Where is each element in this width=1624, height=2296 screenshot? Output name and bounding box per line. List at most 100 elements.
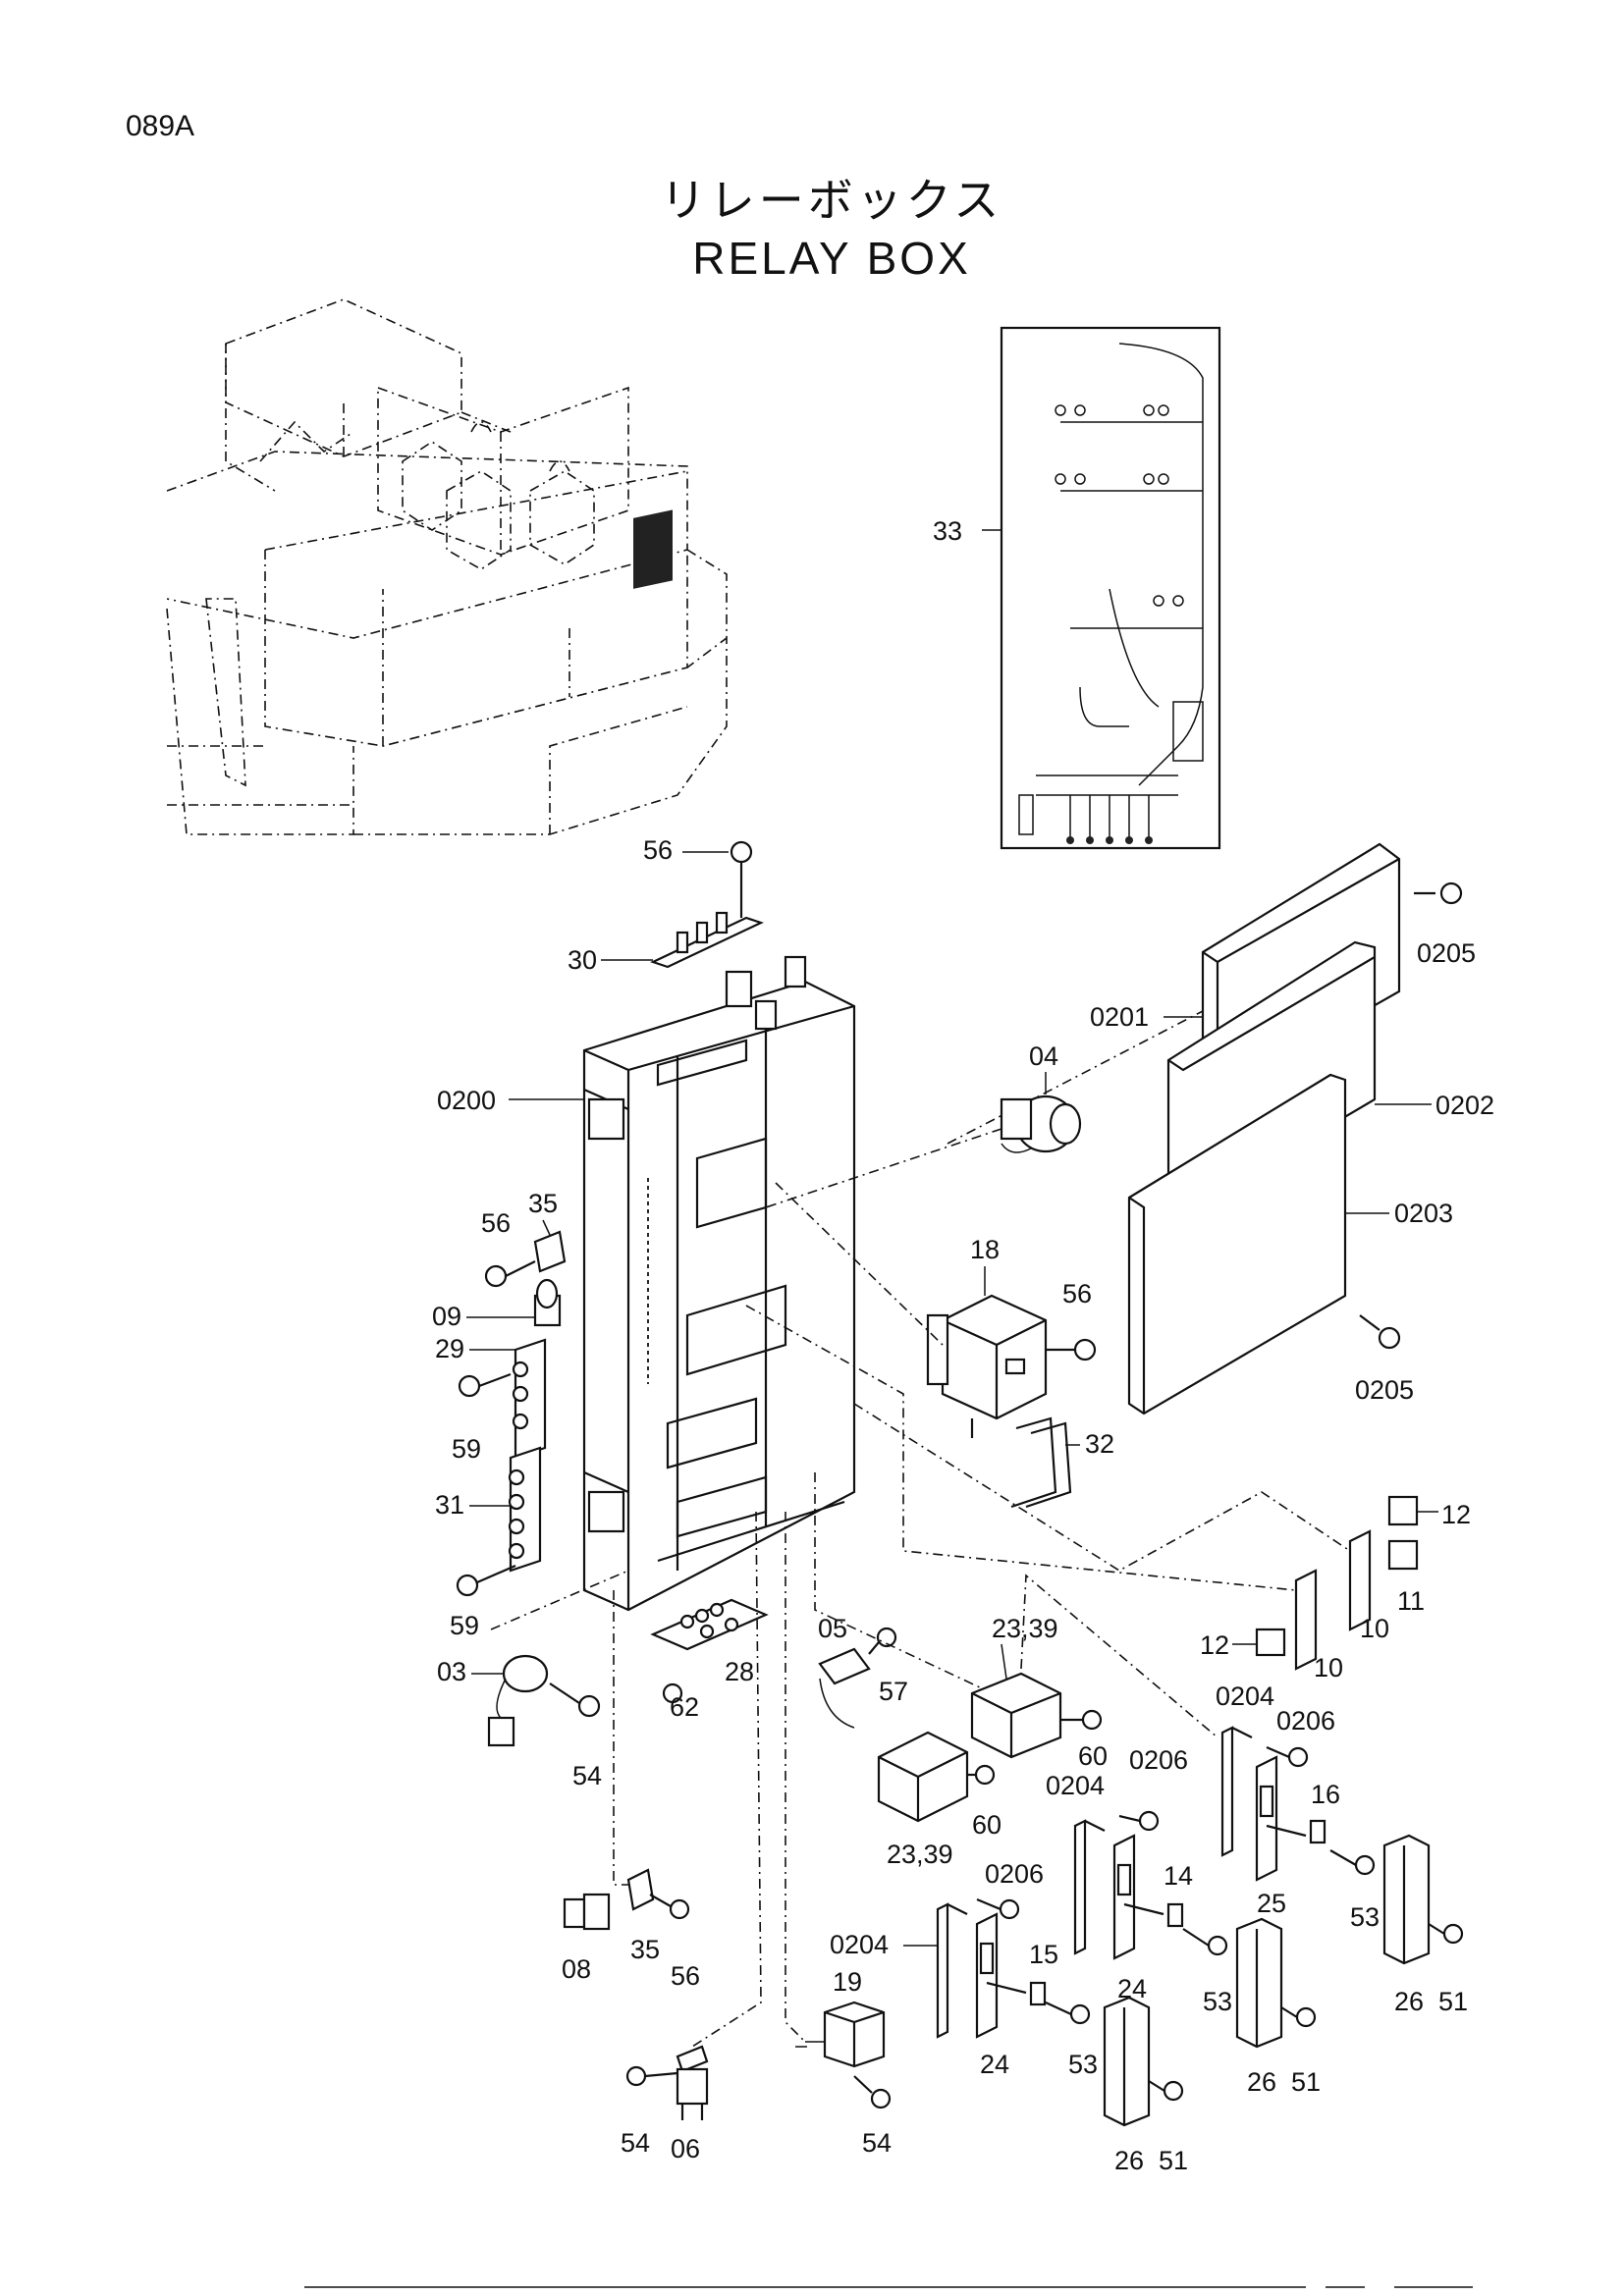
callout-31: 31 <box>435 1490 464 1520</box>
callout-10-upper: 10 <box>1360 1614 1389 1643</box>
relay-box-frame <box>582 955 856 1612</box>
relay-bracket-10 <box>1294 1529 1372 1671</box>
callout-04: 04 <box>1029 1041 1058 1071</box>
callout-0201: 0201 <box>1090 1002 1149 1032</box>
bus-bar-32 <box>1010 1416 1072 1509</box>
callout-25: 25 <box>1257 1889 1286 1918</box>
bracket-0204-right <box>1220 1726 1253 1857</box>
callout-56-left: 56 <box>481 1208 511 1238</box>
callout-29: 29 <box>435 1334 464 1363</box>
callout-26-middle: 26 <box>1247 2067 1276 2097</box>
bolt-0206-lower <box>976 1897 1020 1920</box>
bolt-53-middle <box>1182 1928 1228 1956</box>
bracket-35 <box>533 1230 567 1273</box>
callout-0204-lower: 0204 <box>830 1930 889 1959</box>
relay-04 <box>1000 1095 1082 1153</box>
callout-23-39-upper: 23,39 <box>992 1614 1058 1643</box>
bolt-59-upper <box>458 1372 512 1398</box>
callout-30: 30 <box>568 945 597 975</box>
relay-11 <box>1387 1539 1419 1571</box>
callout-23-39-lower: 23,39 <box>887 1840 953 1869</box>
callout-10-lower: 10 <box>1314 1653 1343 1682</box>
callout-54-lower-right: 54 <box>862 2128 892 2158</box>
bolt-54-lower-right <box>853 2075 892 2109</box>
callout-26-lower: 26 <box>1114 2146 1144 2175</box>
terminal-board-28 <box>650 1598 769 1651</box>
callout-16: 16 <box>1311 1780 1340 1809</box>
bolt-60-upper <box>1060 1709 1103 1731</box>
bracket-0204-lower <box>936 1902 968 2039</box>
diagram-title-english: RELAY BOX <box>692 233 971 284</box>
callout-14: 14 <box>1164 1861 1193 1891</box>
diagram-title-japanese: リレーボックス <box>660 174 1003 227</box>
bolt-60-lower <box>967 1764 996 1786</box>
bolt-62 <box>662 1682 683 1704</box>
callout-19: 19 <box>833 1967 862 1997</box>
callout-06: 06 <box>671 2134 700 2163</box>
callout-03: 03 <box>437 1657 466 1686</box>
callout-0204-right: 0204 <box>1216 1682 1274 1711</box>
diode-16 <box>1309 1819 1326 1844</box>
switch-03 <box>487 1654 549 1747</box>
callout-32: 32 <box>1085 1429 1114 1459</box>
callout-51-right: 51 <box>1438 1987 1468 2016</box>
callout-18: 18 <box>970 1235 1000 1264</box>
relay-12-upper <box>1387 1495 1419 1526</box>
channel-26-middle <box>1235 1917 1283 2049</box>
switch-25 <box>1255 1755 1307 1882</box>
relay-19 <box>795 2001 886 2068</box>
channel-26-lower <box>1103 1996 1151 2127</box>
terminal-block-29 <box>512 1338 547 1460</box>
switch-24-lower <box>975 1912 1027 2039</box>
callout-59-upper: 59 <box>452 1434 481 1464</box>
bolt-0205-bottom <box>1359 1314 1401 1350</box>
bolt-54-lower-left <box>625 2065 678 2087</box>
callout-11: 11 <box>1397 1586 1425 1616</box>
bolt-56-lower <box>649 1894 690 1920</box>
callout-60-lower: 60 <box>972 1810 1001 1840</box>
callout-0206-lower: 0206 <box>985 1859 1044 1889</box>
callout-60-upper: 60 <box>1078 1741 1108 1771</box>
bracket-35-lower <box>626 1868 655 1911</box>
callout-57: 57 <box>879 1677 908 1706</box>
relay-23-39-upper <box>970 1672 1062 1759</box>
bolt-54-left <box>549 1682 601 1718</box>
terminal-block-31 <box>508 1446 542 1573</box>
callout-26-right: 26 <box>1394 1987 1424 2016</box>
callout-35-upper: 35 <box>528 1189 558 1218</box>
bolt-53-lower <box>1045 2002 1091 2025</box>
callout-56-lower: 56 <box>671 1961 700 1991</box>
bolt-56-right <box>1046 1338 1097 1362</box>
bolt-59-lower <box>456 1564 516 1597</box>
callout-28: 28 <box>725 1657 754 1686</box>
callout-0204-middle: 0204 <box>1046 1771 1105 1800</box>
wire-harness-inset <box>982 326 1221 850</box>
bolt-0206-right <box>1266 1745 1309 1768</box>
diode-14 <box>1166 1902 1184 1928</box>
callout-56-right: 56 <box>1062 1279 1092 1308</box>
callout-53-middle: 53 <box>1203 1987 1232 2016</box>
callout-53-right: 53 <box>1350 1902 1380 1932</box>
callout-59-lower: 59 <box>450 1611 479 1640</box>
callout-0205-bottom: 0205 <box>1355 1375 1414 1405</box>
callout-12-upper: 12 <box>1441 1500 1471 1529</box>
bolt-51-right <box>1428 1923 1464 1945</box>
cover-plates <box>947 842 1401 1415</box>
relay-18 <box>926 1294 1048 1438</box>
callout-54-left: 54 <box>572 1761 602 1790</box>
relay-05 <box>818 1647 871 1729</box>
callout-51-lower: 51 <box>1159 2146 1188 2175</box>
callout-53-lower: 53 <box>1068 2050 1098 2079</box>
callout-33: 33 <box>933 516 962 546</box>
bolt-53-right <box>1329 1849 1376 1876</box>
bolt-57 <box>868 1627 897 1655</box>
callout-56-top: 56 <box>643 835 673 865</box>
callout-0202: 0202 <box>1435 1091 1494 1120</box>
callout-35-lower: 35 <box>630 1935 660 1964</box>
bracket-0204-middle <box>1073 1819 1106 1955</box>
callout-08: 08 <box>562 1954 591 1984</box>
connector-08 <box>563 1893 611 1931</box>
callout-0206-right: 0206 <box>1276 1706 1335 1735</box>
callout-24-lower: 24 <box>980 2050 1009 2079</box>
